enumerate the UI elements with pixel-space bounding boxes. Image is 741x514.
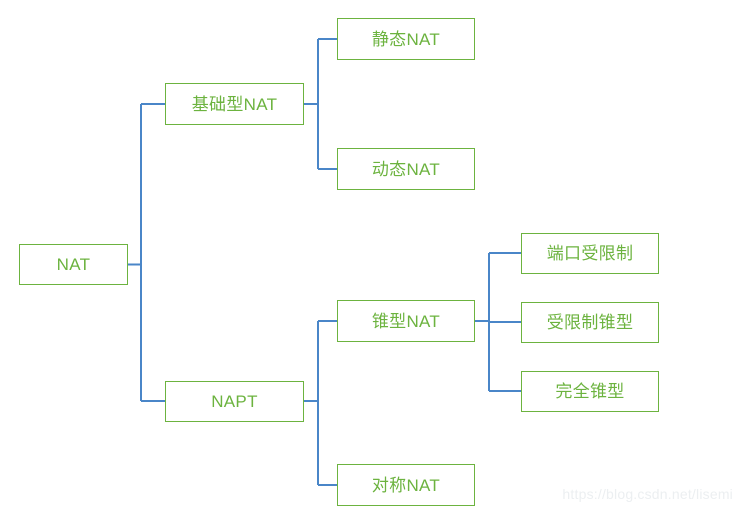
edge-basic-branch (304, 39, 319, 169)
node-port-restricted-cone[interactable]: 端口受限制 (521, 233, 659, 274)
watermark-text: https://blog.csdn.net/lisemi (562, 486, 733, 502)
node-full-cone[interactable]: 完全锥型 (521, 371, 659, 412)
node-label: NAT (56, 255, 91, 274)
node-napt[interactable]: NAPT (165, 381, 304, 422)
node-cone-nat[interactable]: 锥型NAT (337, 300, 475, 342)
node-label: 对称NAT (371, 475, 441, 495)
node-restricted-cone[interactable]: 受限制锥型 (521, 302, 659, 343)
node-label: 静态NAT (371, 29, 441, 49)
node-label: 受限制锥型 (546, 313, 634, 332)
node-nat-root[interactable]: NAT (19, 244, 128, 285)
node-static-nat[interactable]: 静态NAT (337, 18, 475, 60)
node-label: NAPT (211, 392, 258, 411)
node-dynamic-nat[interactable]: 动态NAT (337, 148, 475, 190)
node-symmetric-nat[interactable]: 对称NAT (337, 464, 475, 506)
node-label: 动态NAT (371, 159, 441, 179)
edge-root-trunk (128, 104, 142, 401)
node-basic-nat[interactable]: 基础型NAT (165, 83, 304, 125)
edge-napt-branch (304, 321, 319, 485)
node-label: 基础型NAT (191, 94, 278, 114)
node-label: 锥型NAT (371, 311, 441, 331)
edge-cone-branch (475, 253, 490, 391)
node-label: 完全锥型 (555, 382, 625, 401)
node-label: 端口受限制 (546, 244, 634, 263)
